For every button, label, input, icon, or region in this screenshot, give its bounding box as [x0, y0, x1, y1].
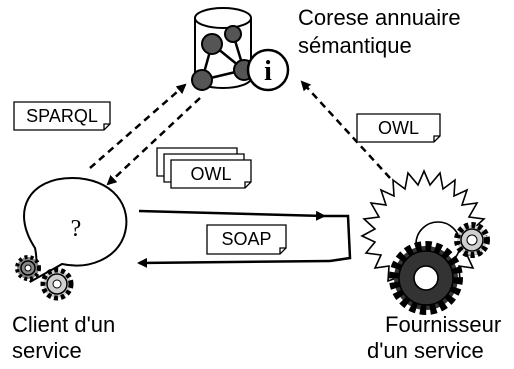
client-gear-icon — [15, 255, 74, 301]
note-soap — [206, 224, 287, 255]
info-icon: i — [246, 48, 290, 92]
note-owl-provider — [356, 113, 441, 143]
client-question-mark: ? — [71, 216, 82, 242]
note-owl-provider-label: OWL — [377, 118, 419, 138]
annuaire-label-line1: Corese annuaire — [298, 5, 461, 30]
client-speech-bubble — [23, 176, 128, 283]
note-owl-stack — [156, 147, 252, 189]
provider-label-line2: d'un service — [367, 338, 484, 363]
note-sparql — [13, 101, 111, 131]
annuaire-label-line2: sémantique — [298, 33, 412, 58]
provider-gear-icon — [389, 221, 490, 315]
soap-response-arrow — [137, 257, 331, 268]
arrow-client-to-annuaire — [89, 83, 187, 169]
client-label-line2: service — [12, 338, 82, 363]
note-sparql-label: SPARQL — [26, 106, 98, 126]
note-owl-stack-label: OWL — [190, 164, 232, 184]
arrow-annuaire-to-client — [106, 97, 201, 186]
soap-request-arrow — [138, 209, 326, 221]
provider-label-line1: Fournisseur — [385, 312, 502, 337]
arrow-provider-to-annuaire — [300, 80, 391, 179]
note-soap-label: SOAP — [221, 229, 272, 249]
client-label-line1: Client d'un — [12, 312, 116, 337]
info-glyph: i — [264, 56, 272, 87]
soap-loop-connector — [324, 214, 352, 263]
